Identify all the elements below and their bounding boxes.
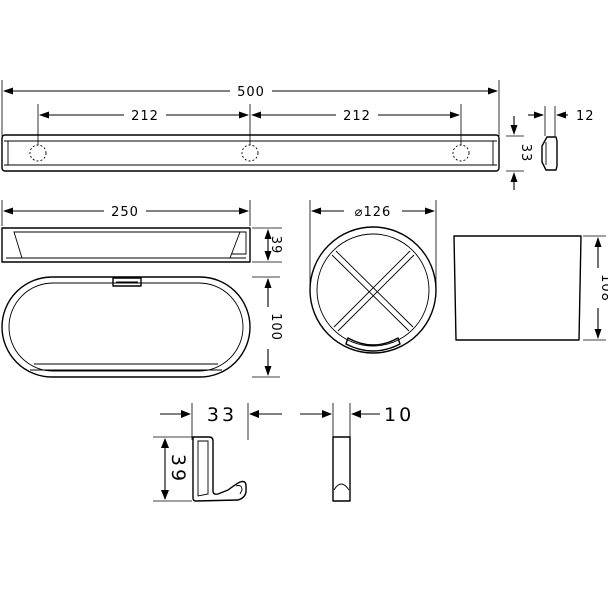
basket-top-view — [1, 276, 251, 378]
hook-thickness-label: 10 — [384, 404, 414, 426]
cup-diameter-label: ⌀126 — [355, 205, 392, 220]
shelf-depth-label: 12 — [576, 109, 595, 124]
shelf-height-label: 33 — [518, 144, 533, 163]
holder-spacing-left-label: 212 — [131, 109, 159, 124]
hook-height-label: 39 — [167, 454, 189, 484]
cup-side-view — [453, 235, 582, 341]
rail-side-profile — [528, 106, 568, 171]
hook-width-label: 33 — [207, 404, 237, 426]
hook-height-dimension — [153, 436, 192, 502]
hook-width-dimension — [160, 403, 282, 440]
basket-front-view — [1, 200, 251, 263]
rail-height-dimension — [506, 116, 524, 190]
hook-thickness-dimension — [300, 403, 380, 440]
basket-height-label: 39 — [268, 236, 283, 255]
basket-depth-dimension — [252, 276, 280, 378]
cup-height-label: 108 — [598, 274, 608, 302]
basket-depth-label: 100 — [268, 313, 283, 341]
holder-spacing-right-label: 212 — [343, 109, 371, 124]
cup-height-dimension — [583, 235, 606, 341]
rail-front-view — [1, 80, 500, 172]
cup-diameter-dimension — [309, 200, 437, 290]
cup-top-view — [309, 226, 437, 354]
basket-height-dimension — [252, 227, 282, 263]
hook-front-profile — [332, 436, 351, 502]
basket-width-label: 250 — [111, 205, 139, 220]
hook-side-profile — [192, 436, 247, 502]
shelf-length-label: 500 — [237, 85, 265, 100]
